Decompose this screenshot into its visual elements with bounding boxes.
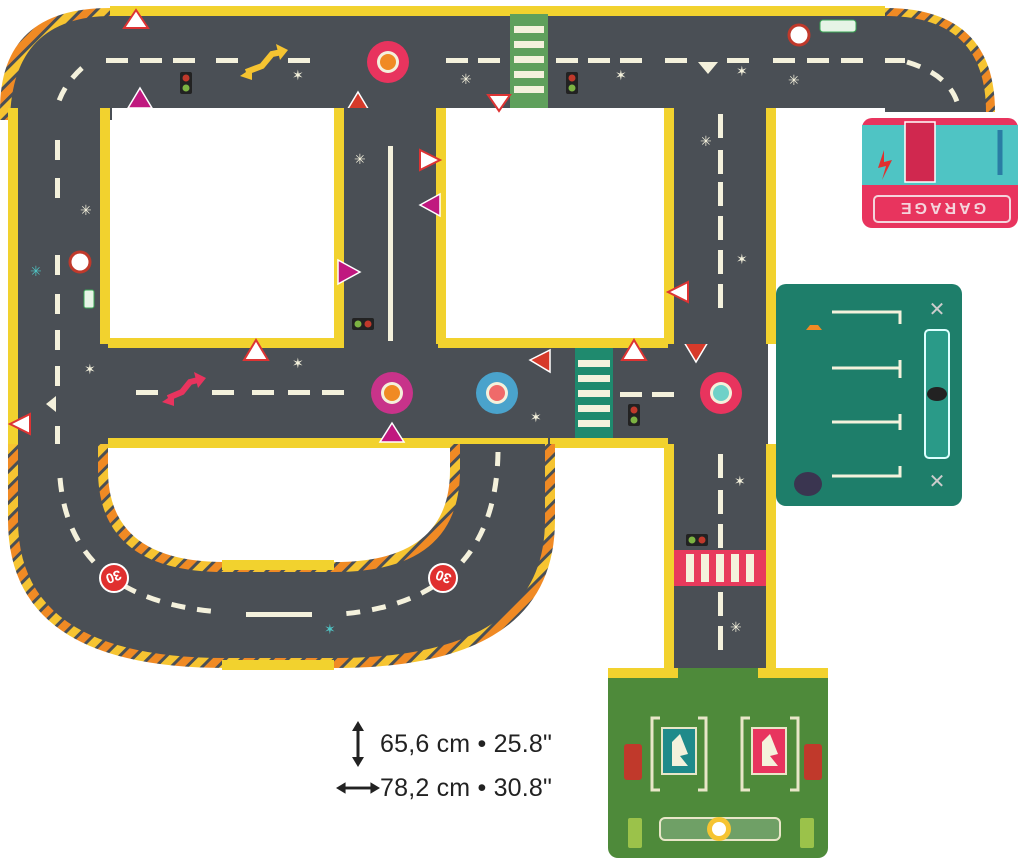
info-sign-icon: [378, 421, 406, 443]
warning-sign-icon: [620, 338, 648, 361]
warning-sign-icon: [419, 148, 443, 172]
warning-sign-icon: [7, 412, 31, 436]
sparkle-icon: ✶: [292, 356, 304, 372]
warning-sign-icon: [242, 338, 270, 361]
height-value: 65,6 cm • 25.8": [380, 729, 553, 758]
sparkle-icon: ✳: [354, 152, 366, 168]
sparkle-icon: ✳: [30, 264, 42, 280]
wrench-cross-icon: ✕: [929, 299, 946, 321]
middle-road: [108, 338, 768, 448]
warning-sign-icon: [528, 348, 551, 374]
speed-limit-sign: 30: [428, 563, 458, 593]
sparkle-icon: ✳: [460, 72, 472, 88]
swap-arrow-icon: [166, 377, 199, 401]
traffic-light-icon: [628, 404, 640, 426]
traffic-light-icon: [686, 534, 708, 546]
sparkle-icon: ✶: [734, 474, 746, 490]
turn-arrow-icon: [46, 396, 56, 412]
dimensions-panel: 65,6 cm • 25.8" 78,2 cm • 30.8": [336, 721, 606, 810]
sparkle-icon: ✳: [788, 73, 800, 89]
charger-icon: [804, 744, 822, 780]
traffic-light-icon: [566, 72, 578, 94]
sparkle-icon: ✳: [730, 620, 742, 636]
prohibition-sign-icon: [787, 23, 811, 47]
warning-sign-icon: [122, 8, 150, 29]
tire-icon: [927, 387, 947, 401]
charging-tile: [608, 668, 828, 858]
left-road: [7, 108, 110, 448]
sparkle-icon: ✳: [80, 203, 92, 219]
sparkle-icon: ✶: [530, 410, 542, 426]
sparkle-icon: ✶: [736, 252, 748, 268]
charger-icon: [624, 744, 642, 780]
info-sign-icon: [126, 86, 154, 109]
charging-sign-icon: [83, 289, 95, 309]
sparkle-icon: ✶: [615, 68, 627, 84]
wrench-cross-icon: ✕: [929, 471, 946, 493]
sparkle-icon: ✶: [736, 64, 748, 80]
traffic-light-icon: [352, 318, 374, 330]
u-bend-road: 30 30: [8, 444, 555, 670]
yield-sign-icon: [486, 94, 512, 113]
traffic-light-icon: [180, 72, 192, 94]
parking-tile: ✕ ✕: [776, 284, 962, 506]
swap-arrow-icon: [244, 49, 283, 75]
sparkle-icon: ✳: [700, 134, 712, 150]
garage-tile: GARAGE: [862, 118, 1018, 228]
prohibition-sign-icon: [68, 250, 92, 274]
info-sign-icon: [337, 258, 362, 286]
inner-vertical-roads: [334, 108, 776, 344]
horizontal-double-arrow-icon: [336, 781, 380, 795]
width-dimension: 78,2 cm • 30.8": [336, 766, 606, 810]
vertical-double-arrow-icon: [336, 721, 380, 767]
cone-icon: [806, 325, 822, 330]
speed-limit-sign: 30: [99, 563, 129, 593]
warning-sign-icon: [665, 280, 689, 304]
charging-sign-icon: [819, 19, 857, 33]
width-value: 78,2 cm • 30.8": [380, 773, 553, 802]
sparkle-icon: ✶: [324, 622, 336, 638]
height-dimension: 65,6 cm • 25.8": [336, 721, 606, 767]
lower-road: [664, 444, 776, 674]
svg-text:30: 30: [103, 567, 123, 587]
info-sign-icon: [418, 192, 441, 218]
tire-stack-icon: [794, 472, 822, 496]
top-road: [0, 6, 995, 120]
svg-text:30: 30: [433, 567, 453, 587]
garage-label: GARAGE: [898, 199, 986, 216]
sparkle-icon: ✶: [292, 68, 304, 84]
lightning-icon: [878, 150, 892, 180]
merge-arrow-icon: [698, 62, 718, 74]
sparkle-icon: ✶: [84, 362, 96, 378]
